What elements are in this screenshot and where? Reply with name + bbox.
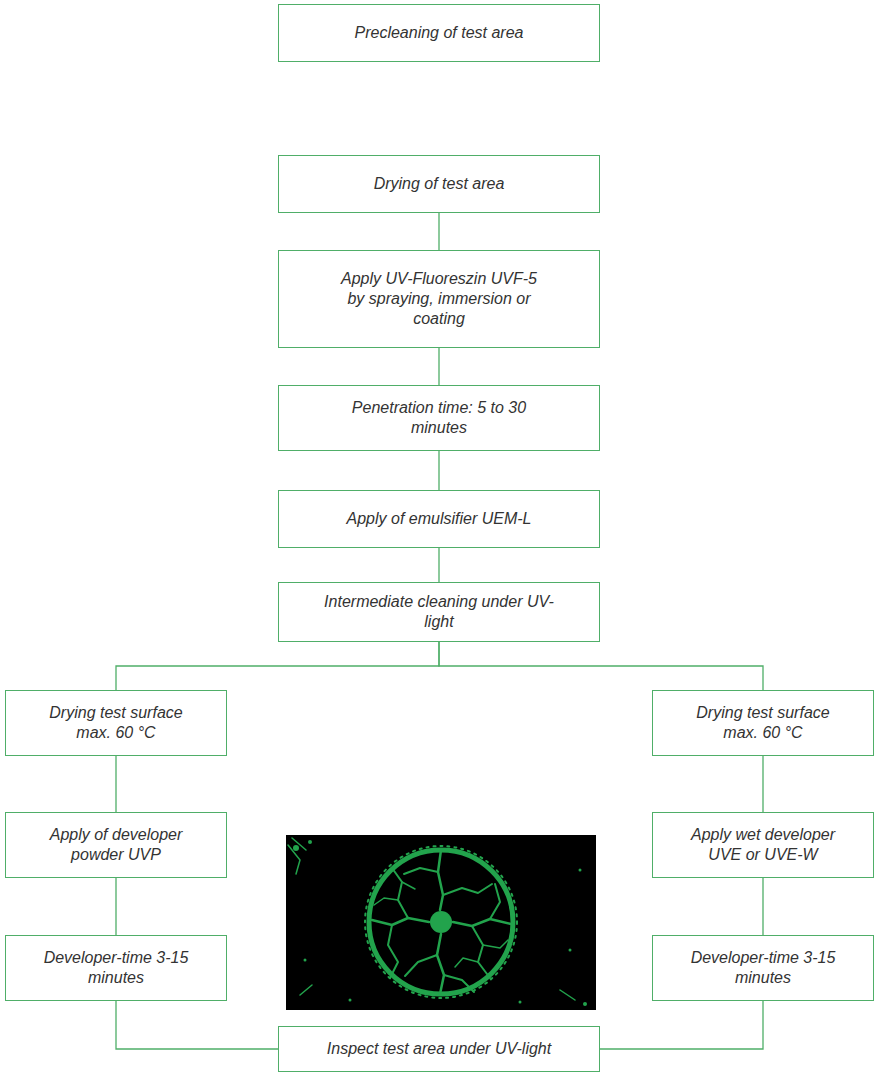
box-label: Apply of developer powder UVP [31,825,201,865]
process-box: Apply wet developer UVE or UVE-W [652,812,874,878]
process-box: Apply of emulsifier UEM-L [278,490,600,548]
connector-line [762,756,763,812]
connector-line [115,878,116,935]
connector-line [438,548,439,582]
process-box: Precleaning of test area [278,4,600,62]
connector-line [762,878,763,935]
process-box: Apply of developer powder UVP [5,812,227,878]
connector-line [438,213,439,250]
connector-line [438,451,439,490]
process-box: Drying test surface max. 60 °C [652,690,874,756]
box-label: Apply of emulsifier UEM-L [347,509,532,529]
process-box: Penetration time: 5 to 30 minutes [278,385,600,451]
connector-line [438,348,439,385]
process-box: Intermediate cleaning under UV-light [278,582,600,642]
connector-line [116,1001,278,1049]
connector-line [439,642,763,690]
process-box: Developer-time 3-15 minutes [652,935,874,1001]
box-label: Developer-time 3-15 minutes [678,948,848,988]
process-box: Drying test surface max. 60 °C [5,690,227,756]
process-box: Drying of test area [278,155,600,213]
box-label: Developer-time 3-15 minutes [31,948,201,988]
box-label: Precleaning of test area [355,23,524,43]
connector-line [115,756,116,812]
connector-line [116,642,439,690]
box-label: Apply wet developer UVE or UVE-W [678,825,848,865]
connector-line [600,1001,763,1049]
process-box: Inspect test area under UV-light [278,1026,600,1072]
box-label: Drying of test area [374,174,505,194]
process-box: Apply UV-Fluoreszin UVF-5 by spraying, i… [278,250,600,348]
box-label: Inspect test area under UV-light [327,1039,551,1059]
box-label: Intermediate cleaning under UV-light [324,592,554,632]
box-label: Apply UV-Fluoreszin UVF-5 by spraying, i… [334,269,544,329]
box-label: Drying test surface max. 60 °C [31,703,201,743]
process-box: Developer-time 3-15 minutes [5,935,227,1001]
box-label: Drying test surface max. 60 °C [678,703,848,743]
box-label: Penetration time: 5 to 30 minutes [349,398,529,438]
